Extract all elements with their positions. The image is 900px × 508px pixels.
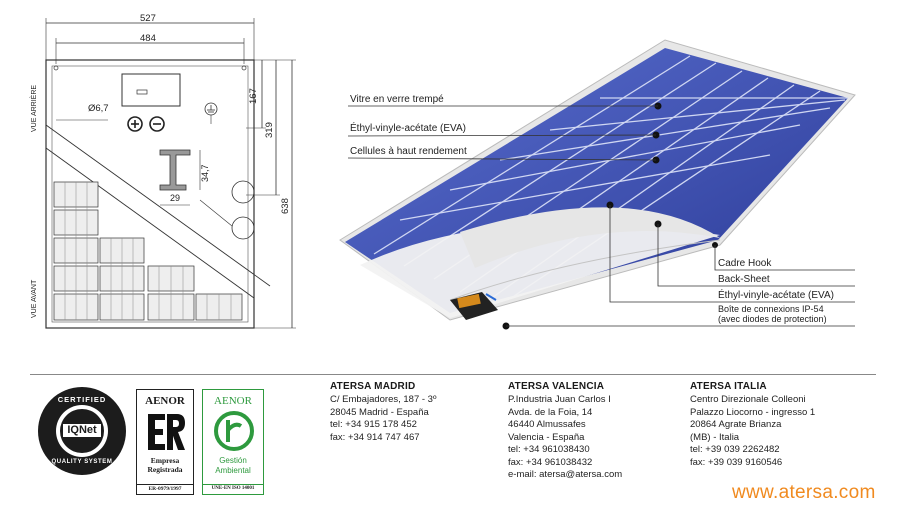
office-madrid: ATERSA MADRID C/ Embajadores, 187 - 3º 2… [330,381,490,444]
office-italia-line: (MB) - Italia [690,431,740,443]
callout-vitre: Vitre en verre trempé [350,94,444,105]
technical-drawing: 527 484 167 319 638 Ø6,7 34,7 29 VUE ARR… [0,0,300,345]
office-madrid-line: 28045 Madrid - España [330,406,429,418]
aenor-er-title: AENOR [145,395,185,407]
aenor-er-line1: Empresa [150,456,180,465]
footer-divider [30,374,876,375]
office-valencia-line: tel: +34 961038430 [508,444,590,455]
vue-avant-label: VUE AVANT [31,279,38,318]
aenor-ga-line1: Gestión [219,456,247,465]
dim-638: 638 [280,198,291,214]
office-italia-line: Palazzo Liocorno - ingresso 1 [690,406,816,418]
dim-profile-width: 29 [170,193,181,203]
office-italia-line: Centro Direzionale Colleoni [690,394,806,405]
callout-boite-line1: Boîte de connexions IP-54 [718,304,824,314]
iqnet-bottom-text: QUALITY SYSTEM [51,459,113,465]
office-italia-line: tel: +39 039 2262482 [690,444,780,455]
office-madrid-line: C/ Embajadores, 187 - 3º [330,394,437,405]
office-valencia-email[interactable]: e-mail: atersa@atersa.com [508,469,623,480]
dim-width-total: 527 [140,13,156,24]
dim-167: 167 [248,88,259,104]
exploded-panel-illustration: Vitre en verre trempé Éthyl-vinyle-acéta… [300,0,900,345]
office-madrid-line: tel: +34 915 178 452 [330,419,417,430]
office-valencia-line: P.Industria Juan Carlos I [508,394,611,405]
office-valencia-line: fax: +34 961038432 [508,456,593,468]
aenor-ga-title: AENOR [214,395,252,407]
panel-layers-svg [339,39,856,330]
aenor-ga-mark [214,411,254,451]
dim-profile-height: 34,7 [200,164,210,182]
office-madrid-title: ATERSA MADRID [330,381,416,392]
aenor-er-line2: Registrada [147,465,183,474]
office-italia: ATERSA ITALIA Centro Direzionale Colleon… [690,381,870,469]
office-valencia-title: ATERSA VALENCIA [508,381,605,392]
office-madrid-line: fax: +34 914 747 467 [330,431,420,443]
callout-eva-bottom: Éthyl-vinyle-acétate (EVA) [718,290,834,301]
callout-eva-top: Éthyl-vinyle-acétate (EVA) [350,123,466,134]
website-link[interactable]: www.atersa.com [732,482,876,503]
iqnet-certified-logo: CERTIFIED IQNet QUALITY SYSTEM [36,385,128,477]
iqnet-name: IQNet [67,424,97,436]
aenor-er-logo: AENOR Empresa Registrada ER-0979/1997 [136,389,194,495]
iqnet-top-text: CERTIFIED [57,395,107,404]
dim-319: 319 [264,122,275,138]
office-italia-line: 20864 Agrate Brianza [690,419,782,430]
callout-boite-line2: (avec diodes de protection) [718,314,827,324]
vue-arriere-label: VUE ARRIÈRE [31,84,38,132]
aenor-er-code: ER-0979/1997 [137,484,193,492]
aenor-ga-line2: Ambiental [215,466,251,475]
aenor-gestion-ambiental-logo: AENOR Gestión Ambiental UNE-EN ISO 14001 [202,389,264,495]
office-italia-title: ATERSA ITALIA [690,381,767,392]
front-cells [53,181,243,321]
aenor-ga-code: UNE-EN ISO 14001 [203,484,263,491]
office-valencia-line: Valencia - España [508,431,585,443]
office-valencia: ATERSA VALENCIA P.Industria Juan Carlos … [508,381,678,482]
callout-cadre: Cadre Hook [718,258,772,269]
office-italia-line: fax: +39 039 9160546 [690,456,783,468]
office-valencia-line: Avda. de la Foia, 14 [508,406,593,418]
dim-width-inner: 484 [140,33,156,44]
callout-cellules: Cellules à haut rendement [350,146,467,157]
callout-backsheet: Back-Sheet [718,274,770,285]
dim-hole: Ø6,7 [88,103,109,114]
office-valencia-line: 46440 Almussafes [508,419,586,430]
aenor-er-mark [148,414,185,450]
panel-dimension-drawing [45,18,296,329]
